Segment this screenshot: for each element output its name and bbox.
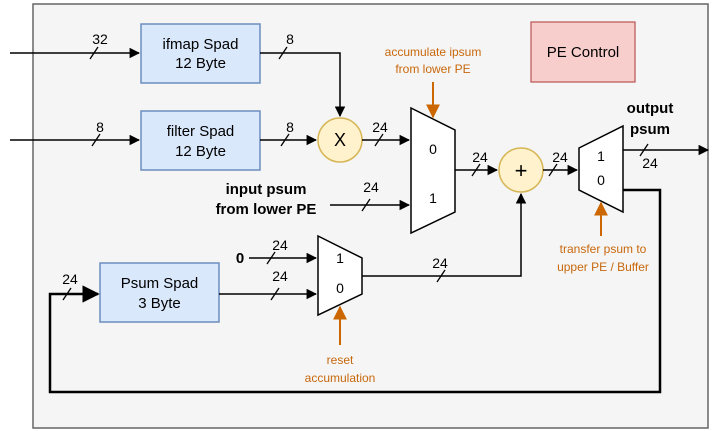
mux-to-add-width: 24 (472, 149, 488, 165)
output-psum-label-line1: output (627, 100, 674, 117)
filter-spad-name: filter Spad (167, 123, 235, 140)
input-psum-label-line2: from lower PE (216, 201, 317, 218)
ifmap-out-width: 8 (286, 31, 294, 47)
bus-slash (280, 133, 290, 147)
bus-slash (89, 46, 99, 60)
psum-spad-size: 3 Byte (138, 295, 181, 312)
add-out-width: 24 (552, 149, 568, 165)
psum-spad-name: Psum Spad (121, 275, 199, 292)
accumulate-annotation-line2: from lower PE (395, 62, 470, 76)
bus-slash (374, 133, 384, 147)
reset-out-width: 24 (432, 255, 448, 271)
bus-slash (266, 251, 276, 265)
filter-out-width: 8 (286, 119, 294, 135)
reset-mux: 1 0 (317, 234, 363, 317)
pe-control: PE Control (530, 21, 636, 83)
filter-in-width: 8 (96, 119, 104, 135)
adder: + (498, 147, 544, 193)
bus-slash (361, 198, 371, 212)
transfer-annotation-line1: transfer psum to (560, 242, 647, 256)
reset-mux-input-0: 0 (336, 280, 344, 296)
psum-to-reset-width: 24 (272, 268, 288, 284)
ifmap-spad: ifmap Spad 12 Byte (140, 23, 261, 84)
accumulate-annotation-line1: accumulate ipsum (385, 45, 482, 59)
filter-spad: filter Spad 12 Byte (140, 110, 261, 171)
feedback-wire (48, 188, 662, 394)
bus-slash (548, 163, 558, 177)
feedback-width: 24 (62, 271, 78, 287)
bus-slash (62, 287, 72, 301)
accumulate-mux: 0 1 (410, 106, 456, 235)
input-psum-width: 24 (363, 179, 379, 195)
accumulate-mux-input-0: 0 (429, 141, 437, 157)
filter-spad-size: 12 Byte (175, 143, 226, 160)
zero-in-width: 24 (272, 237, 288, 253)
zero-constant: 0 (236, 250, 244, 267)
multiplier: X (317, 117, 363, 163)
output-width: 24 (642, 155, 658, 171)
output-mux-input-1: 1 (597, 148, 605, 164)
ifmap-spad-size: 12 Byte (175, 55, 226, 72)
output-psum-label-line2: psum (630, 121, 670, 138)
reset-annotation-line2: accumulation (305, 371, 376, 385)
transfer-annotation-line2: upper PE / Buffer (557, 260, 649, 274)
accumulate-mux-input-1: 1 (429, 190, 437, 206)
reset-annotation-line1: reset (327, 353, 354, 367)
bus-slash (91, 133, 101, 147)
ifmap-spad-name: ifmap Spad (163, 36, 239, 53)
ifmap-in-width: 32 (92, 31, 108, 47)
multiplier-symbol: X (334, 130, 346, 150)
ifmap-to-multiplier-wire (260, 52, 346, 118)
bus-slash (278, 46, 288, 60)
bus-slash (436, 269, 446, 283)
bus-slash (270, 287, 280, 301)
psum-spad: Psum Spad 3 Byte (99, 262, 220, 323)
bus-slash (639, 143, 649, 157)
reset-mux-input-1: 1 (336, 250, 344, 266)
reset-mux-to-adder-wire (362, 192, 527, 277)
adder-symbol: + (515, 158, 528, 183)
mult-out-width: 24 (372, 119, 388, 135)
input-psum-label-line1: input psum (226, 181, 307, 198)
pe-control-label: PE Control (547, 44, 620, 61)
bus-slash (471, 163, 481, 177)
output-mux-input-0: 0 (597, 172, 605, 188)
output-mux: 1 0 (578, 124, 624, 214)
